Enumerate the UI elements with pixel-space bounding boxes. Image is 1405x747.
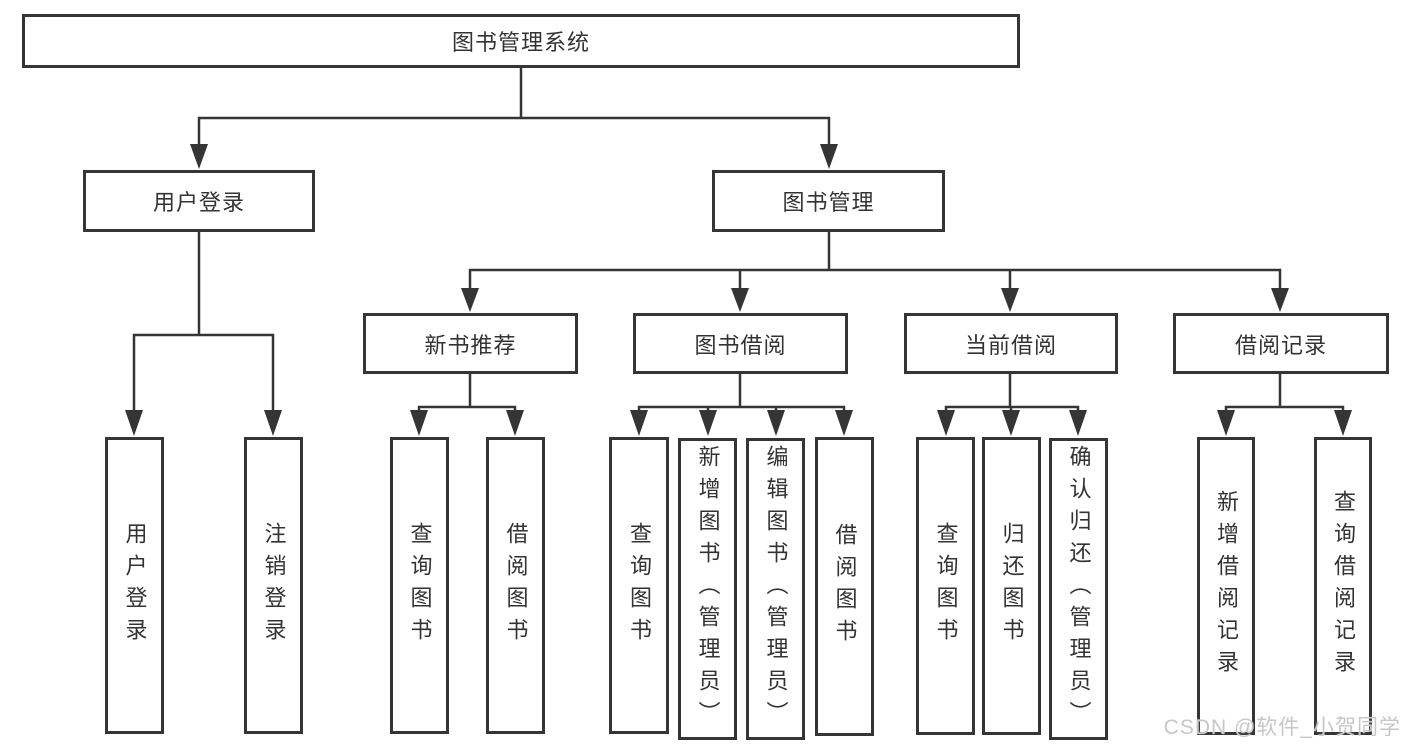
arrowhead-icon — [125, 410, 143, 436]
leaf-query-borrow-record: 查询借阅记录 — [1314, 437, 1372, 735]
leaf-query-books-current: 查询图书 — [916, 437, 975, 735]
connector-current-borrow-to-leaves — [944, 374, 1080, 414]
leaf-query-books-borrow: 查询图书 — [609, 437, 669, 734]
leaf-borrow-books: 借阅图书 — [815, 437, 874, 736]
connector-new-book-recommend-to-leaves — [417, 374, 517, 414]
connector-book-management-to-level3 — [468, 232, 1282, 291]
node-user-login: 用户登录 — [83, 170, 315, 232]
leaf-query-books-recommend: 查询图书 — [390, 437, 449, 734]
arrowhead-icon — [767, 410, 785, 436]
leaf-return-books-label: 归还图书 — [999, 522, 1025, 650]
node-root: 图书管理系统 — [22, 14, 1020, 68]
arrowhead-icon — [1334, 410, 1352, 436]
leaf-borrow-books-recommend: 借阅图书 — [486, 437, 545, 734]
leaf-add-book-admin-label: 新增图书（管理员） — [695, 445, 721, 733]
csdn-watermark: CSDN @软件_小贺同学 — [1163, 716, 1401, 739]
arrowhead-icon — [506, 410, 524, 436]
arrowhead-icon — [630, 410, 648, 436]
leaf-query-books-borrow-label: 查询图书 — [627, 521, 652, 650]
node-new-book-recommend: 新书推荐 — [363, 313, 578, 374]
connector-root-to-level2 — [197, 68, 831, 146]
arrowhead-icon — [731, 288, 749, 312]
connector-line — [637, 374, 846, 414]
connector-user-login-to-leaves — [132, 232, 275, 412]
leaf-confirm-return-admin-label: 确认归还（管理员） — [1066, 445, 1092, 733]
arrowhead-icon — [1002, 410, 1020, 436]
arrowhead-icon — [190, 144, 208, 169]
leaf-add-book-admin: 新增图书（管理员） — [678, 438, 737, 740]
leaf-query-books-recommend-label: 查询图书 — [407, 521, 433, 650]
leaf-user-login: 用户登录 — [105, 437, 164, 734]
leaf-return-books: 归还图书 — [982, 437, 1041, 735]
node-root-label: 图书管理系统 — [451, 30, 590, 55]
leaf-borrow-books-label: 借阅图书 — [832, 522, 858, 651]
connector-borrow-records-to-leaves — [1224, 374, 1345, 414]
leaf-user-login-label: 用户登录 — [122, 521, 148, 650]
connector-line — [417, 374, 517, 414]
node-current-borrow-label: 当前借阅 — [964, 332, 1057, 358]
connector-line — [1224, 374, 1345, 414]
node-book-borrow: 图书借阅 — [633, 313, 848, 374]
arrowhead-icon — [1217, 410, 1235, 436]
leaf-edit-book-admin-label: 编辑图书（管理员） — [763, 445, 789, 733]
arrowhead-icon — [1001, 288, 1019, 312]
node-new-book-recommend-label: 新书推荐 — [424, 332, 517, 358]
leaf-confirm-return-admin: 确认归还（管理员） — [1049, 438, 1108, 740]
connector-line — [132, 232, 275, 412]
connector-line — [197, 68, 831, 146]
leaf-query-borrow-record-label: 查询借阅记录 — [1331, 490, 1356, 682]
node-user-login-label: 用户登录 — [152, 190, 245, 215]
connector-line — [944, 374, 1080, 414]
node-borrow-records-label: 借阅记录 — [1234, 332, 1327, 358]
arrowhead-icon — [410, 410, 428, 436]
leaf-logout-login-label: 注销登录 — [261, 521, 287, 650]
arrowhead-icon — [461, 288, 479, 312]
node-book-management: 图书管理 — [712, 170, 945, 232]
leaf-add-borrow-record: 新增借阅记录 — [1197, 437, 1255, 735]
node-book-management-label: 图书管理 — [782, 190, 875, 215]
leaf-borrow-books-recommend-label: 借阅图书 — [503, 521, 529, 650]
arrowhead-icon — [1069, 410, 1087, 436]
arrowhead-icon — [699, 410, 717, 436]
arrowhead-icon — [1271, 288, 1289, 312]
connector-book-borrow-to-leaves — [637, 374, 846, 414]
arrowhead-icon — [835, 410, 853, 436]
node-book-borrow-label: 图书借阅 — [694, 332, 787, 358]
leaf-query-books-current-label: 查询图书 — [933, 522, 959, 650]
node-current-borrow: 当前借阅 — [904, 313, 1118, 374]
leaf-add-borrow-record-label: 新增借阅记录 — [1214, 490, 1239, 682]
leaf-logout-login: 注销登录 — [244, 437, 303, 734]
arrowhead-icon — [937, 410, 955, 436]
arrowhead-icon — [820, 144, 838, 169]
node-borrow-records: 借阅记录 — [1173, 313, 1389, 374]
leaf-edit-book-admin: 编辑图书（管理员） — [746, 438, 805, 740]
connector-line — [468, 232, 1282, 291]
arrowhead-icon — [264, 410, 282, 436]
